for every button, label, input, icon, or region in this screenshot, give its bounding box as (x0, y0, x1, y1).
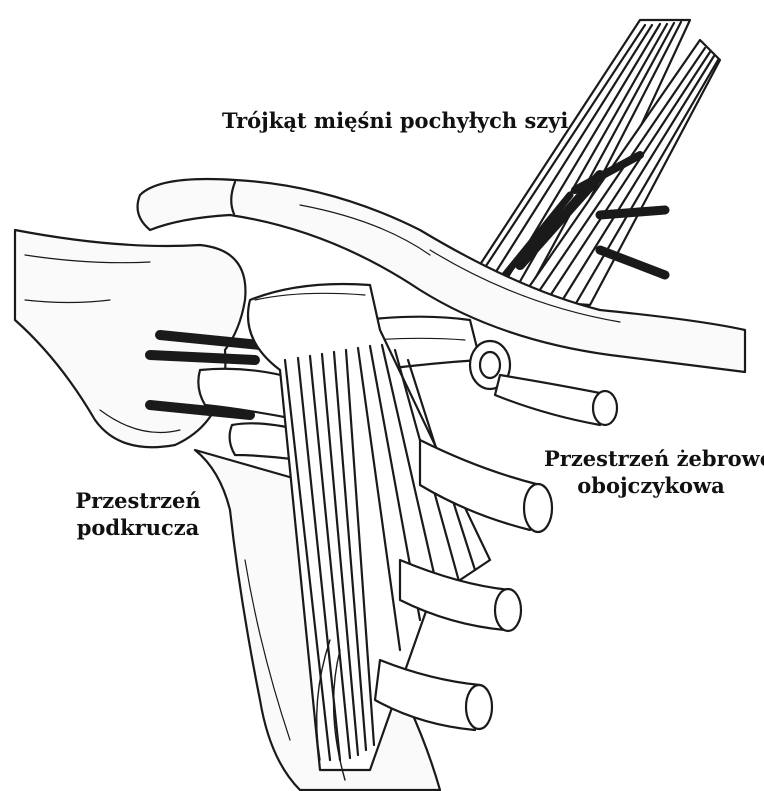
label-scalene-triangle: Trójkąt mięśni pochyłych szyi (222, 107, 546, 134)
scalene-muscles (470, 20, 720, 305)
label-costoclavicular-space: Przestrzeń żebrowo- obojczykowa (544, 445, 758, 499)
label-subcoracoid-line1: Przestrzeń (70, 487, 206, 514)
label-costoclavicular-line1: Przestrzeń żebrowo- (544, 445, 758, 472)
label-subcoracoid-space: Przestrzeń podkrucza (70, 487, 206, 541)
label-subcoracoid-line2: podkrucza (70, 514, 206, 541)
label-costoclavicular-line2: obojczykowa (544, 472, 758, 499)
